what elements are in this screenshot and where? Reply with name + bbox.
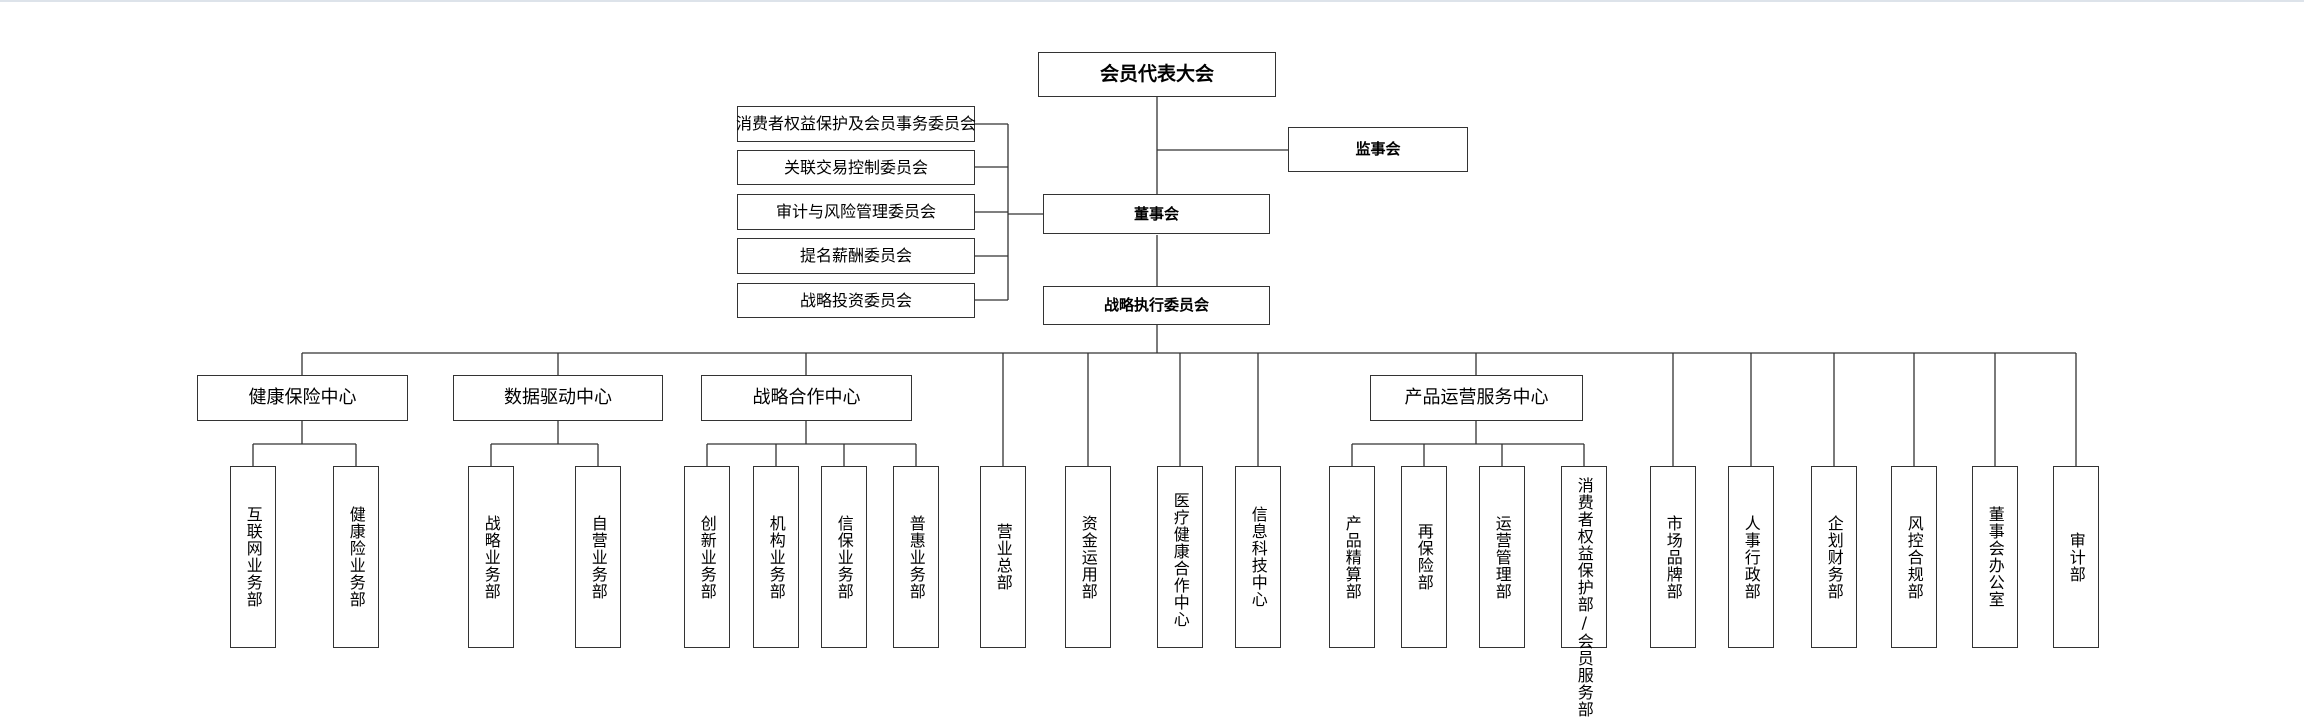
department-label: 市场品牌部	[1663, 514, 1683, 600]
node-department: 营业总部	[980, 466, 1026, 648]
department-label: 再保险部	[1414, 523, 1434, 591]
department-label: 互联网业务部	[243, 506, 263, 608]
department-label: 消费者权益保护部/会员服务部	[1574, 477, 1594, 718]
node-department: 资金运用部	[1065, 466, 1111, 648]
department-label: 资金运用部	[1078, 514, 1098, 600]
department-label: 信息科技中心	[1248, 506, 1268, 608]
node-department: 风控合规部	[1891, 466, 1937, 648]
node-department: 审计部	[2053, 466, 2099, 648]
department-label: 健康险业务部	[346, 506, 366, 608]
node-department: 运营管理部	[1479, 466, 1525, 648]
department-label: 普惠业务部	[906, 514, 926, 600]
node-department: 人事行政部	[1728, 466, 1774, 648]
department-label: 战略业务部	[481, 514, 501, 600]
department-label: 机构业务部	[766, 514, 786, 600]
department-label: 医疗健康合作中心	[1170, 492, 1190, 628]
department-label: 自营业务部	[588, 514, 608, 600]
node-department: 消费者权益保护部/会员服务部	[1561, 466, 1607, 718]
department-label: 创新业务部	[697, 514, 717, 600]
node-committee: 审计与风险管理委员会	[737, 194, 975, 230]
node-department: 企划财务部	[1811, 466, 1857, 648]
node-department: 机构业务部	[753, 466, 799, 648]
node-department: 市场品牌部	[1650, 466, 1696, 648]
node-committee: 战略投资委员会	[737, 283, 975, 318]
node-department: 战略业务部	[468, 466, 514, 648]
node-committee: 关联交易控制委员会	[737, 150, 975, 185]
node-strategy-exec-committee: 战略执行委员会	[1043, 286, 1270, 325]
department-label: 运营管理部	[1492, 514, 1512, 600]
department-label: 审计部	[2066, 531, 2086, 583]
node-strategic-partnership-center: 战略合作中心	[701, 375, 912, 421]
node-committee: 消费者权益保护及会员事务委员会	[736, 106, 976, 142]
department-label: 风控合规部	[1904, 514, 1924, 600]
node-department: 创新业务部	[684, 466, 730, 648]
node-board-of-directors: 董事会	[1043, 194, 1270, 234]
node-committee: 提名薪酬委员会	[737, 238, 975, 274]
node-health-insurance-center: 健康保险中心	[197, 375, 408, 421]
department-label: 营业总部	[993, 523, 1013, 591]
department-label: 董事会办公室	[1985, 506, 2005, 608]
node-members-assembly: 会员代表大会	[1038, 52, 1276, 97]
node-department: 信保业务部	[821, 466, 867, 648]
department-label: 产品精算部	[1342, 514, 1362, 600]
top-border	[0, 0, 2304, 2]
node-supervisory-board: 监事会	[1288, 127, 1468, 172]
node-department: 健康险业务部	[333, 466, 379, 648]
node-data-driven-center: 数据驱动中心	[453, 375, 663, 421]
department-label: 信保业务部	[834, 514, 854, 600]
node-department: 董事会办公室	[1972, 466, 2018, 648]
node-department: 医疗健康合作中心	[1157, 466, 1203, 648]
node-department: 再保险部	[1401, 466, 1447, 648]
node-department: 互联网业务部	[230, 466, 276, 648]
node-department: 信息科技中心	[1235, 466, 1281, 648]
node-department: 自营业务部	[575, 466, 621, 648]
node-product-operation-center: 产品运营服务中心	[1370, 375, 1583, 421]
department-label: 企划财务部	[1824, 514, 1844, 600]
node-department: 普惠业务部	[893, 466, 939, 648]
department-label: 人事行政部	[1741, 514, 1761, 600]
node-department: 产品精算部	[1329, 466, 1375, 648]
